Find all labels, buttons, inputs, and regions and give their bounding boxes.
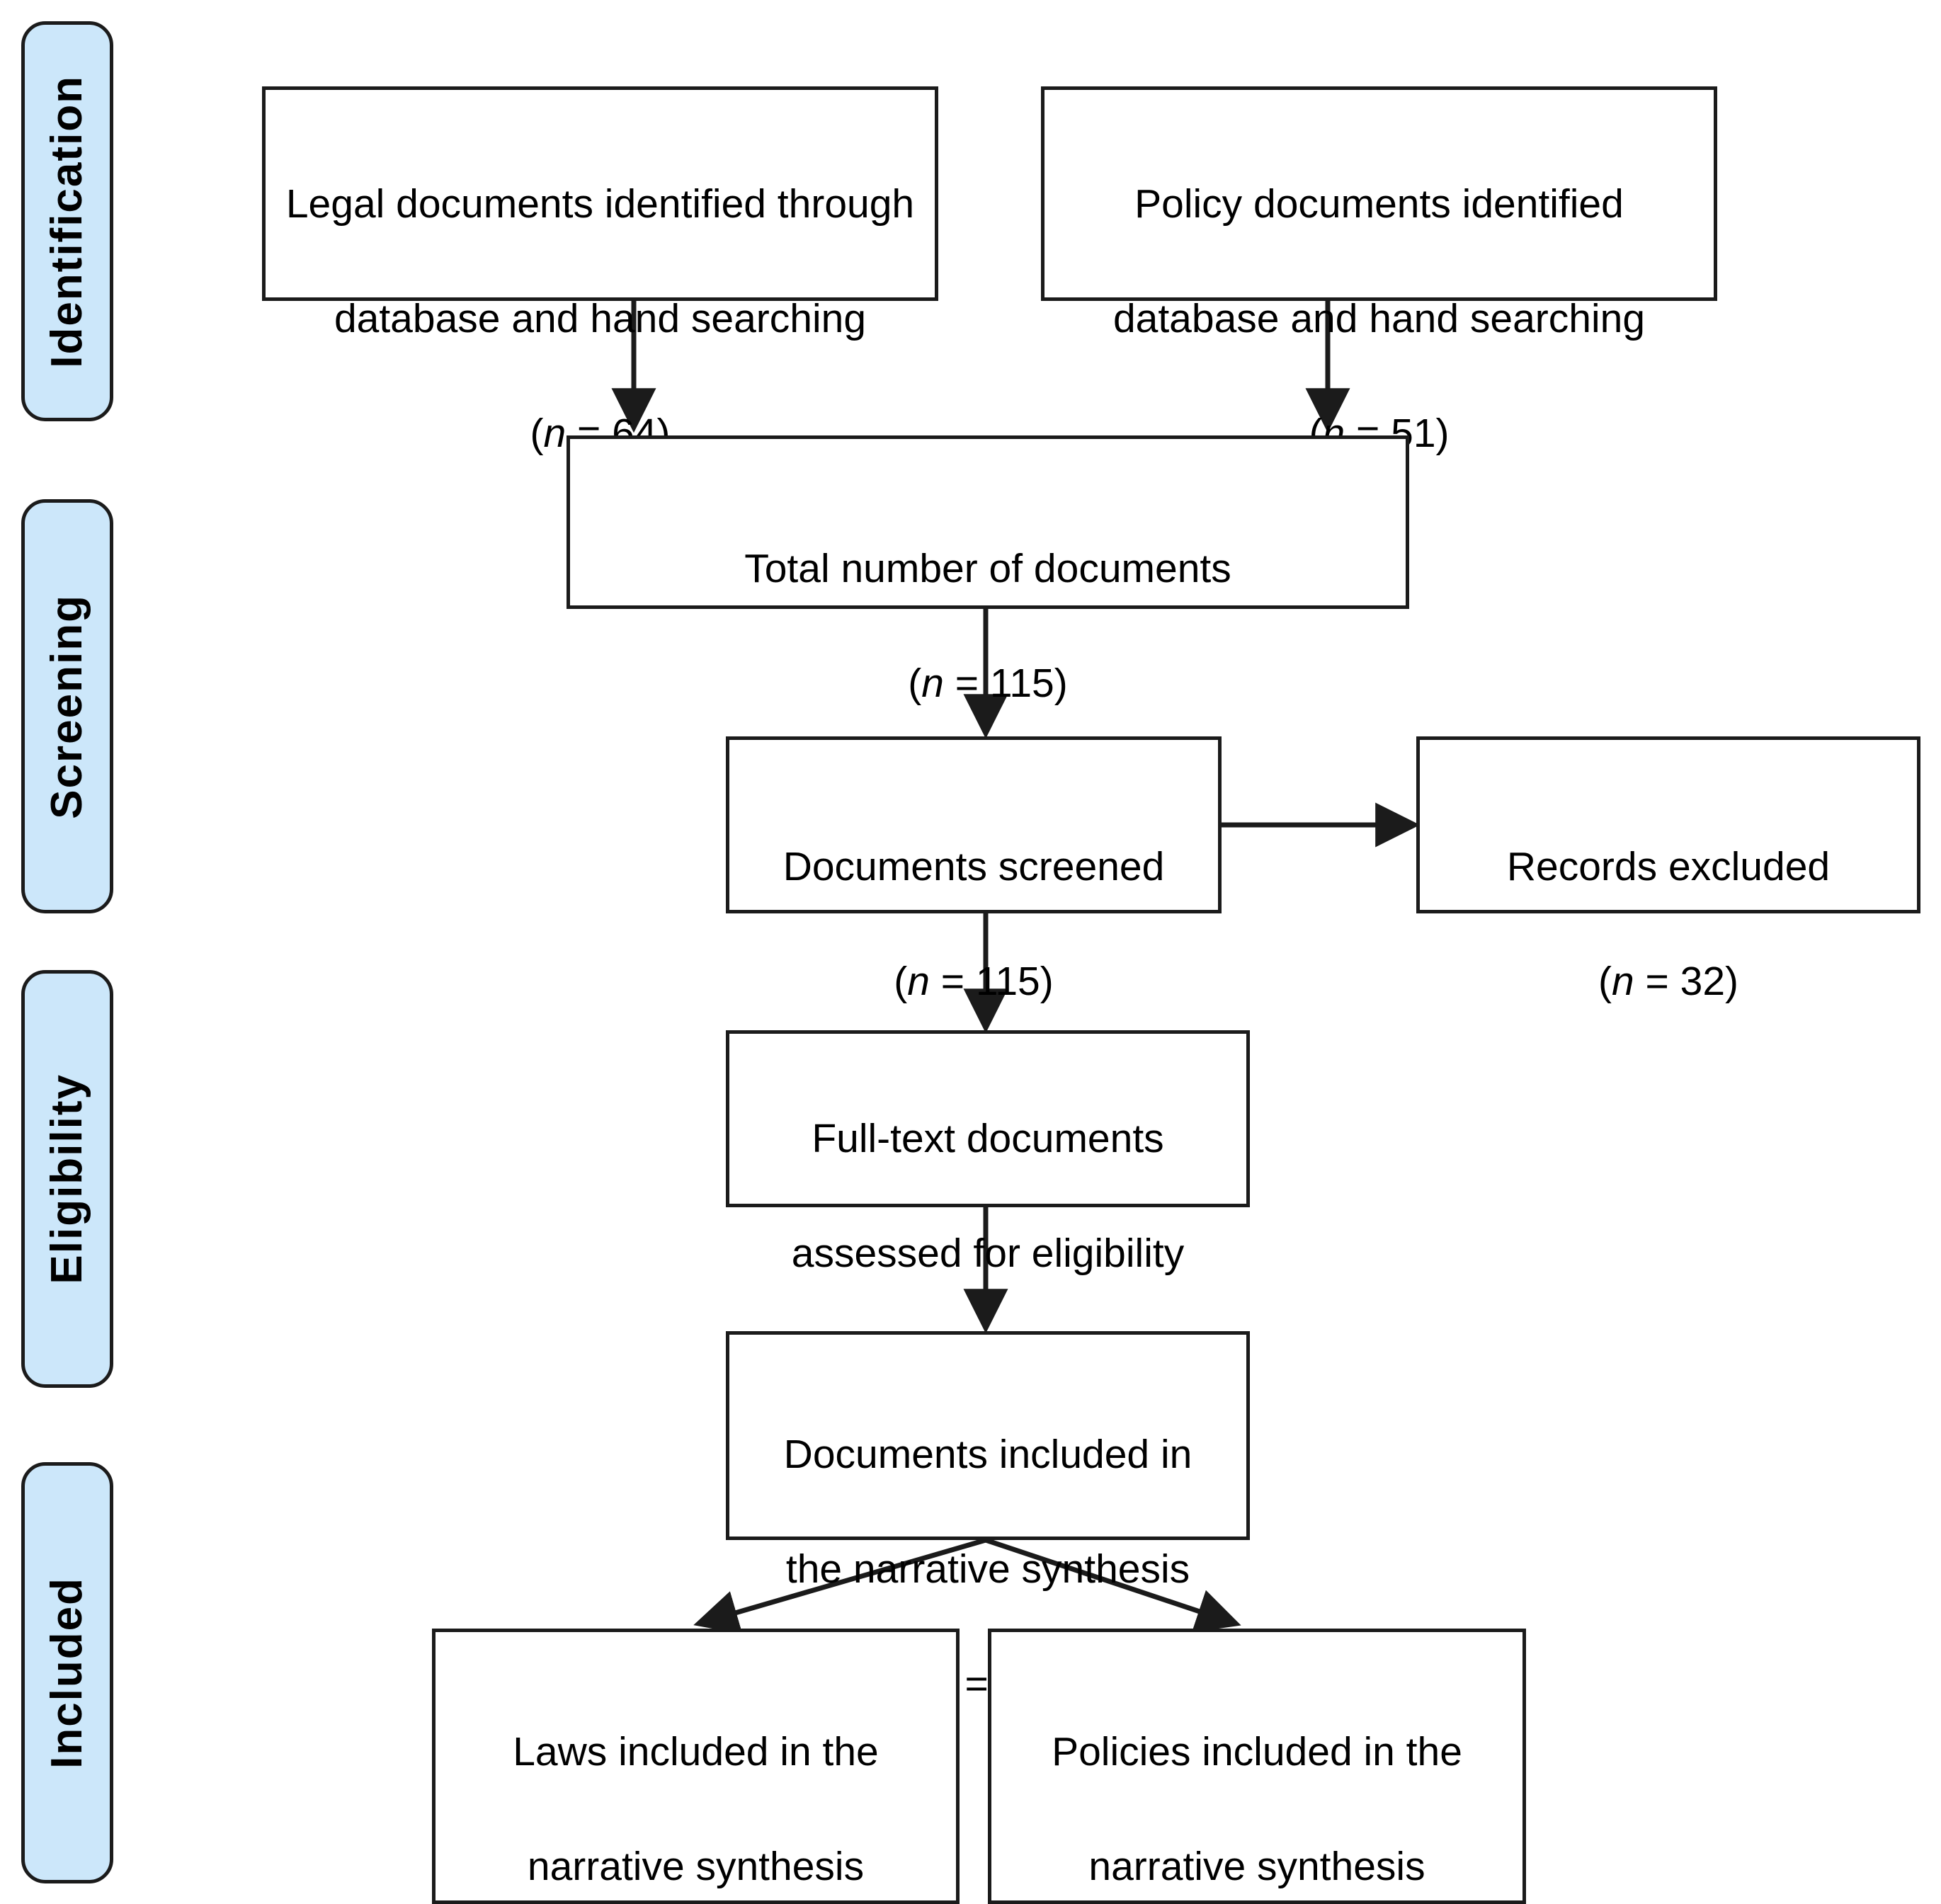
box-total-documents: Total number of documents (n = 115) [567,435,1409,706]
excluded-count: (n = 32) [1598,958,1738,1004]
stage-pill-screening: Screening [21,499,113,913]
box-laws-included: Laws included in the narrative synthesis… [432,1629,960,1904]
included-line-1: Documents included in [783,1431,1193,1477]
box-documents-screened: Documents screened (n = 115) [726,736,1222,1004]
box-legal-documents: Legal documents identified through datab… [262,86,938,456]
box-full-text-assessed: Full-text documents assessed for eligibi… [726,1030,1250,1391]
stage-pill-included: Included [21,1462,113,1883]
box-documents-included: Documents included in the narrative synt… [726,1331,1250,1706]
box-documents-screened-text: Documents screened (n = 115) [770,781,1178,1010]
stage-label-eligibility: Eligibility [42,1073,91,1284]
box-policy-documents: Policy documents identified database and… [1041,86,1717,456]
laws-line-2: narrative synthesis [527,1843,865,1889]
stage-pill-eligibility: Eligibility [21,970,113,1388]
excluded-line-1: Records excluded [1506,843,1831,889]
total-count: (n = 115) [908,660,1068,706]
laws-line-1: Laws included in the [513,1728,879,1774]
box-policy-documents-text: Policy documents identified database and… [1100,118,1658,462]
legal-line-2: database and hand searching [334,295,867,341]
fulltext-line-2: assessed for eligibility [791,1230,1185,1276]
stage-label-screening: Screening [42,593,91,819]
box-policies-included: Policies included in the narrative synth… [988,1629,1526,1904]
screened-line-1: Documents screened [782,843,1165,889]
stage-label-included: Included [42,1577,91,1769]
policy-line-1: Policy documents identified [1134,181,1624,227]
policies-line-2: narrative synthesis [1088,1843,1425,1889]
policies-line-1: Policies included in the [1052,1728,1462,1774]
box-policies-included-text: Policies included in the narrative synth… [1039,1666,1475,1904]
box-total-documents-text: Total number of documents (n = 115) [732,483,1244,712]
box-records-excluded-text: Records excluded (n = 32) [1494,781,1843,1010]
screened-count: (n = 115) [894,958,1054,1004]
box-legal-documents-text: Legal documents identified through datab… [273,118,927,462]
stage-pill-identification: Identification [21,21,113,421]
box-laws-included-text: Laws included in the narrative synthesis… [500,1666,892,1904]
policy-line-2: database and hand searching [1112,295,1646,341]
box-records-excluded: Records excluded (n = 32) [1416,736,1920,1004]
fulltext-line-1: Full-text documents [812,1115,1164,1161]
stage-label-identification: Identification [42,74,91,368]
total-line-1: Total number of documents [744,545,1231,591]
legal-line-1: Legal documents identified through [285,181,915,227]
included-line-2: the narrative synthesis [785,1546,1190,1592]
